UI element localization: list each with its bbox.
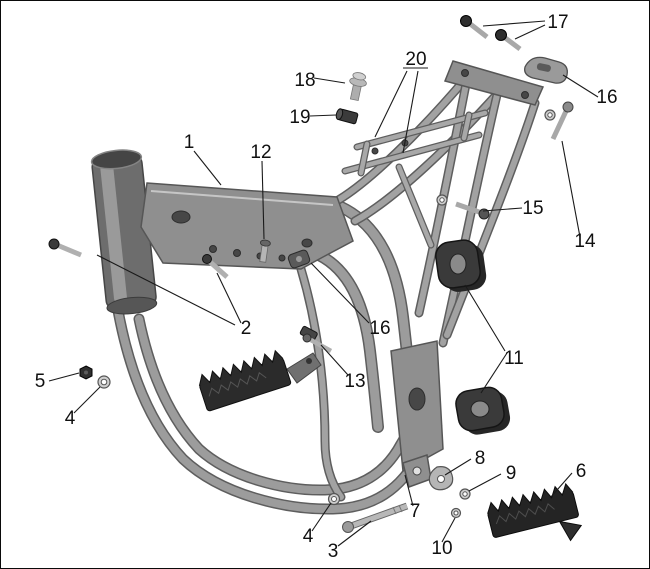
bushing-11-bottom <box>455 386 511 435</box>
swingarm-pivot-plate <box>390 340 444 488</box>
main-spar-plate <box>140 182 354 270</box>
steering-head-tube <box>90 149 158 315</box>
bolt-17-a <box>460 15 489 39</box>
nut-5 <box>79 365 93 380</box>
bolt-14 <box>544 101 574 141</box>
callout-18: 18 <box>294 70 315 91</box>
callout-1: 1 <box>184 132 195 153</box>
bolt-12 <box>259 239 271 263</box>
washer-9 <box>459 488 471 500</box>
bolt-18 <box>349 72 367 102</box>
footpeg-right <box>487 482 583 542</box>
bracket-8 <box>428 466 454 491</box>
rear-crossmember-plate <box>443 60 545 106</box>
callout-9: 9 <box>506 463 517 484</box>
callout-10: 10 <box>431 538 452 559</box>
callout-11: 11 <box>504 348 524 369</box>
callout-2: 2 <box>241 318 252 339</box>
callout-12: 12 <box>250 142 271 163</box>
callout-4-left: 4 <box>65 408 76 429</box>
bolt-2-b <box>48 238 82 258</box>
washer-4-bottom <box>327 492 341 506</box>
footpeg-left <box>198 349 322 412</box>
callout-15: 15 <box>522 198 543 219</box>
callout-6: 6 <box>576 461 587 482</box>
bolt-2-a <box>202 254 229 279</box>
callout-3: 3 <box>328 541 339 562</box>
callout-13: 13 <box>344 371 365 392</box>
callout-14: 14 <box>574 231 596 252</box>
washer-10 <box>450 507 462 519</box>
bolt-17-b <box>495 29 522 51</box>
bolt-15 <box>436 194 490 220</box>
callout-4-bottom: 4 <box>303 526 314 547</box>
callout-16-top: 16 <box>596 87 617 108</box>
washer-4-left <box>97 375 111 389</box>
callout-19: 19 <box>289 107 310 128</box>
callout-5: 5 <box>35 371 46 392</box>
callout-20: 20 <box>405 49 426 70</box>
bracket-16-mid <box>287 249 311 269</box>
frame-cradle-tubes <box>111 264 443 515</box>
bushing-11-top <box>435 239 487 292</box>
callout-8: 8 <box>475 448 486 469</box>
callout-labels: 17 20 18 16 19 1 12 15 14 2 16 11 5 13 4… <box>35 12 618 562</box>
bracket-16-top <box>524 56 568 84</box>
spacer-19 <box>335 108 359 125</box>
leader-lines <box>48 20 599 547</box>
bolt-13 <box>299 325 333 353</box>
callout-16-mid: 16 <box>369 318 390 339</box>
callout-7: 7 <box>410 501 421 522</box>
callout-17: 17 <box>547 12 568 33</box>
bolt-3 <box>342 502 409 533</box>
